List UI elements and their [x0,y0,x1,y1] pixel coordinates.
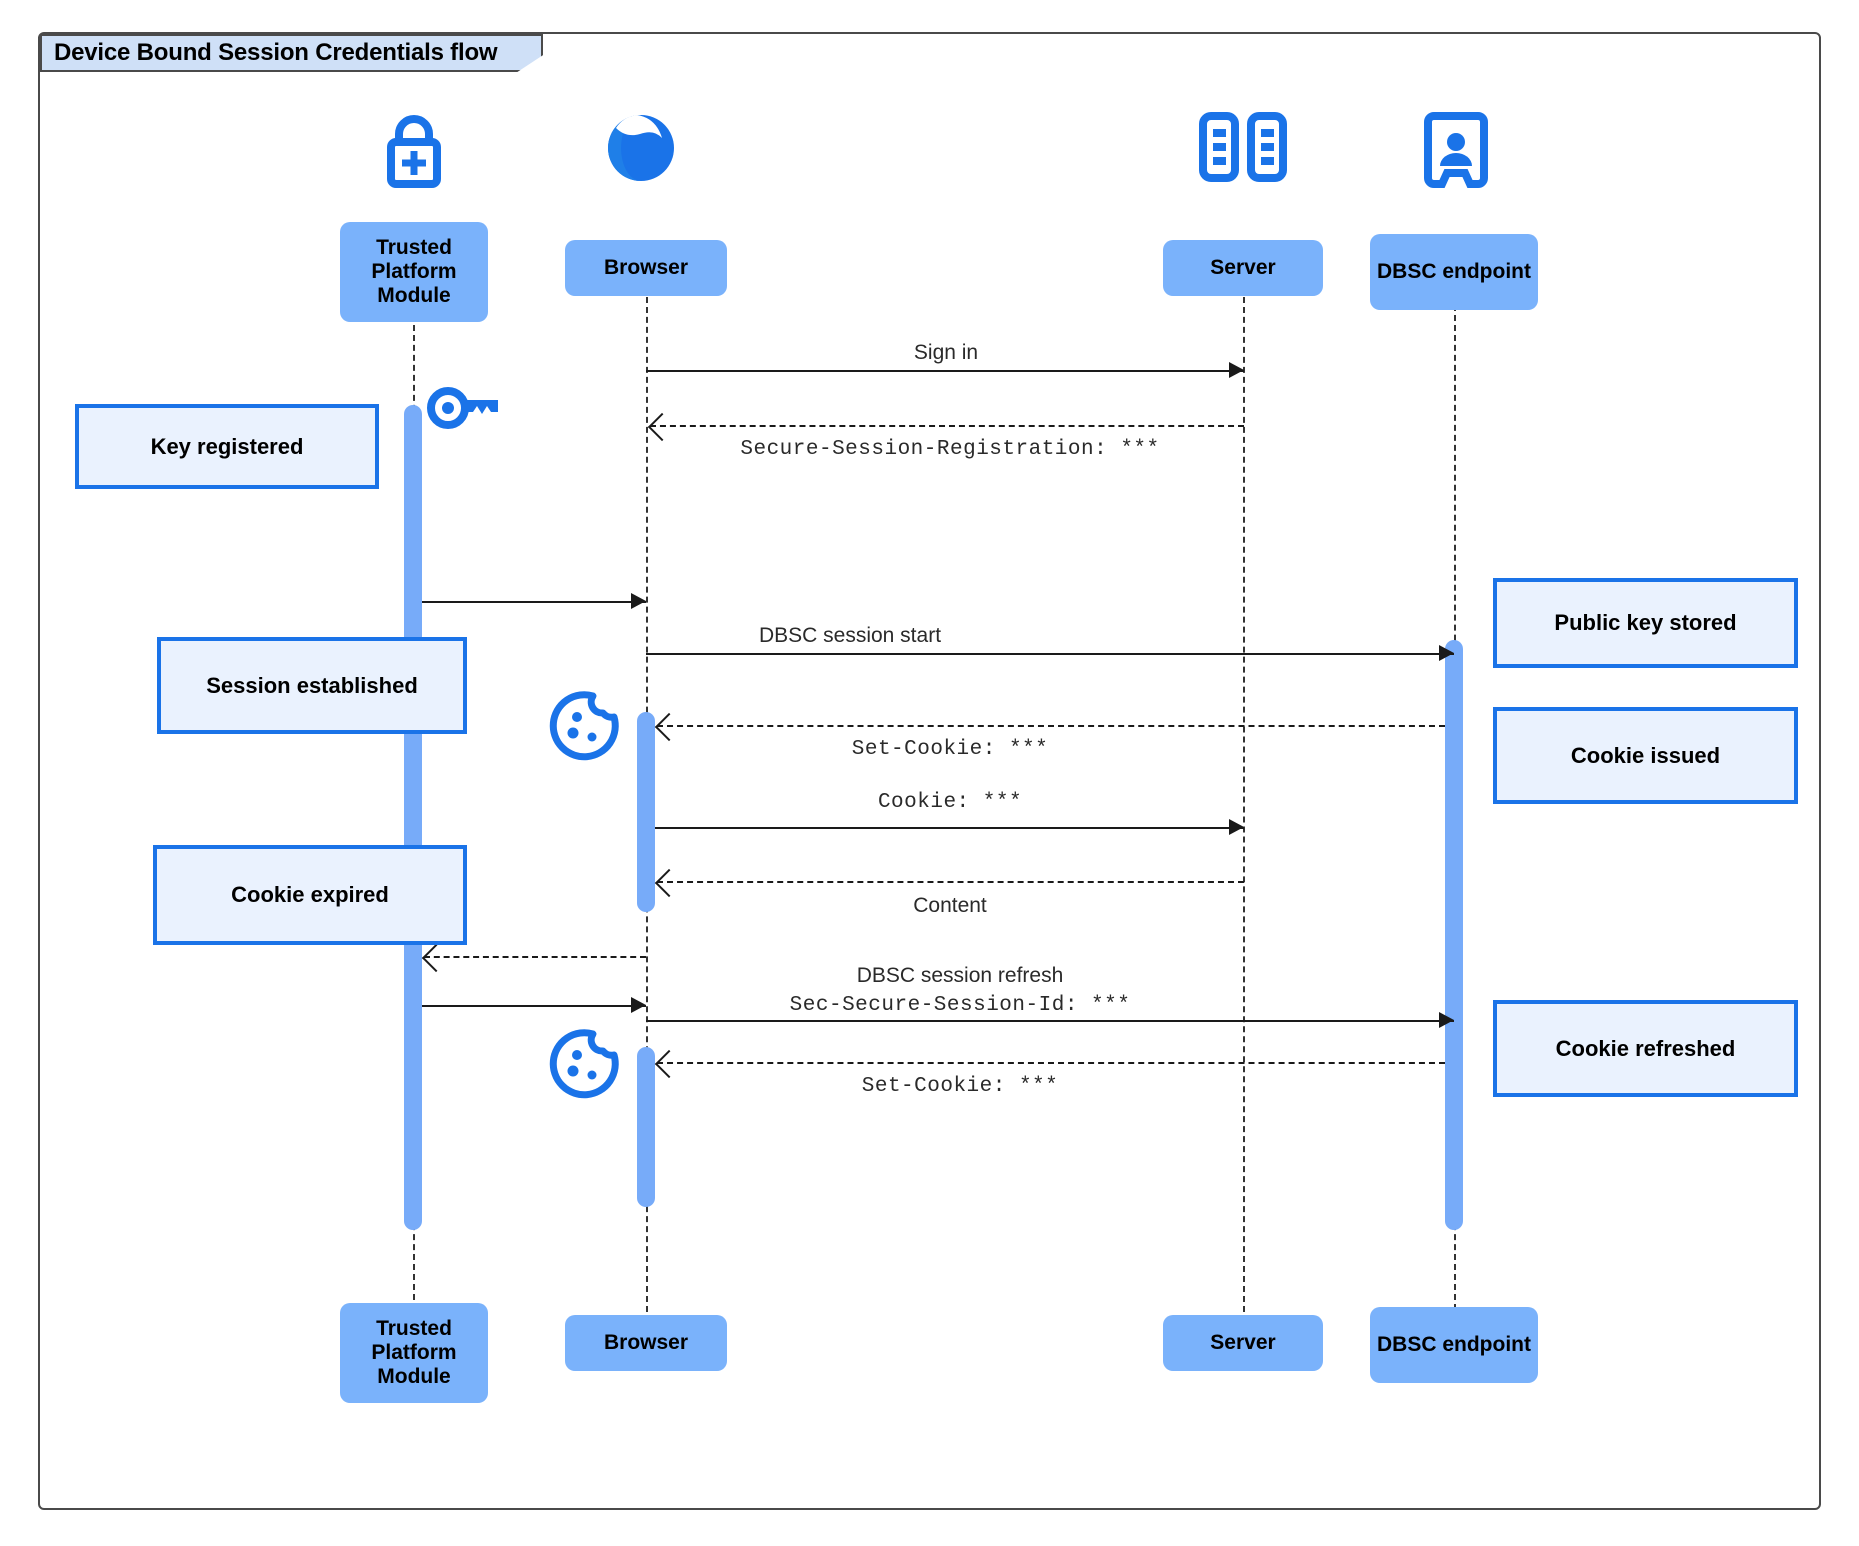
lifeline-server [1243,247,1245,1322]
participant-label: Server [1210,1331,1276,1355]
message-label-cookie: Cookie: *** [877,791,1023,814]
arrowhead-right [1229,362,1244,378]
message-line-set-cookie-1 [657,725,1445,727]
key-icon [426,382,504,434]
arrowhead-right [631,997,646,1013]
note-key-registered: Key registered [75,404,379,489]
id-badge-icon [1424,112,1488,188]
message-label-dbsc-session-refresh: DBSC session refresh [856,964,1064,987]
participant-label: Browser [603,256,689,280]
note-text: Key registered [150,433,304,459]
arrowhead-right [1439,1012,1454,1028]
participant-tpm-bottom[interactable]: Trusted Platform Module [340,1303,488,1403]
diagram-title: Device Bound Session Credentials flow [40,34,543,72]
message-label-dbsc-session-start: DBSC session start [758,624,942,647]
note-text: Cookie issued [1570,742,1721,768]
message-label-set-cookie-1: Set-Cookie: *** [851,738,1049,761]
arrowhead-right [1439,645,1454,661]
note-session-established: Session established [157,637,467,734]
message-line-dbsc-session-refresh [646,1020,1454,1022]
message-label-sec-secure-session-id: Sec-Secure-Session-Id: *** [789,994,1131,1017]
message-line-cookie [655,827,1244,829]
activation-bar-browser-2 [637,1047,655,1207]
participant-tpm-top[interactable]: Trusted Platform Module [340,222,488,322]
participant-label: DBSC endpoint [1377,1333,1531,1357]
message-line-set-cookie-2 [657,1062,1445,1064]
participant-server-bottom[interactable]: Server [1163,1315,1323,1371]
note-text: Cookie expired [231,882,389,908]
message-label-sign-in: Sign in [913,341,979,364]
message-line-tpm-to-browser-key [422,601,646,603]
participant-dbsc-top[interactable]: DBSC endpoint [1370,234,1538,310]
participant-dbsc-bottom[interactable]: DBSC endpoint [1370,1307,1538,1383]
message-line-secure-session-registration [650,425,1244,427]
participant-browser-top[interactable]: Browser [565,240,727,296]
message-line-dbsc-session-start [646,653,1454,655]
note-cookie-issued: Cookie issued [1493,707,1798,804]
cookie-icon [548,1028,620,1100]
activation-bar-browser-1 [637,712,655,912]
arrowhead-right [1229,819,1244,835]
note-public-key-stored: Public key stored [1493,578,1798,668]
message-label-set-cookie-2: Set-Cookie: *** [861,1075,1059,1098]
message-label-content: Content [913,894,987,917]
globe-icon [600,110,682,188]
cookie-icon [548,690,620,762]
message-line-tpm-to-browser-refresh [422,1005,646,1007]
note-cookie-expired: Cookie expired [153,845,467,945]
lock-plus-icon [369,110,459,188]
arrowhead-right [631,593,646,609]
activation-bar-dbsc [1445,640,1463,1230]
message-line-content [657,881,1244,883]
message-line-sign-in [646,370,1244,372]
participant-browser-bottom[interactable]: Browser [565,1315,727,1371]
message-label-secure-session-registration: Secure-Session-Registration: *** [740,438,1160,461]
server-rack-icon [1197,112,1289,184]
note-text: Cookie refreshed [1555,1035,1736,1061]
message-line-browser-to-tpm [424,956,646,958]
participant-label: Trusted Platform Module [371,1317,457,1388]
participant-label: Browser [603,1331,689,1355]
participant-label: DBSC endpoint [1377,260,1531,284]
participant-label: Trusted Platform Module [371,236,457,307]
note-text: Public key stored [1554,610,1737,636]
participant-server-top[interactable]: Server [1163,240,1323,296]
note-text: Session established [206,672,418,698]
activation-bar-tpm [404,405,422,1230]
note-cookie-refreshed: Cookie refreshed [1493,1000,1798,1097]
participant-label: Server [1210,256,1276,280]
